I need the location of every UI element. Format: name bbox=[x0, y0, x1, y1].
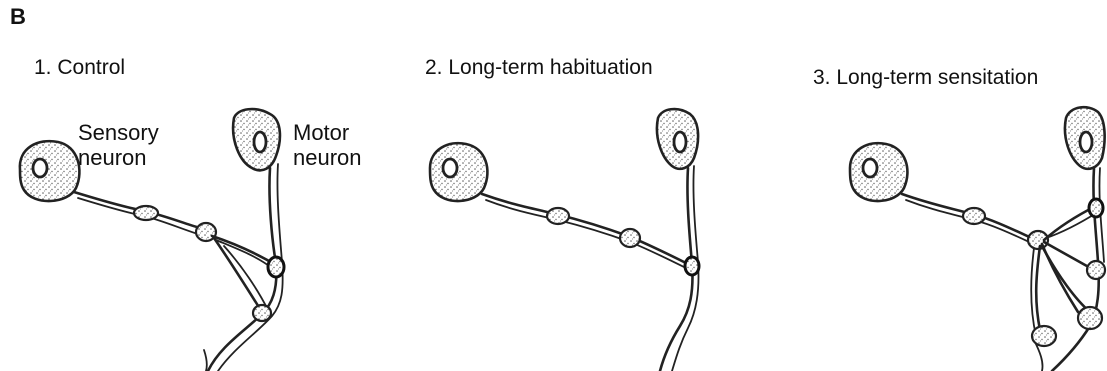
motor-nucleus bbox=[674, 132, 686, 152]
synapse bbox=[1078, 307, 1102, 329]
sensitation-panel-drawing bbox=[850, 107, 1105, 371]
synapse bbox=[253, 305, 271, 321]
varicosity bbox=[620, 229, 640, 247]
motor-nucleus bbox=[1080, 132, 1092, 152]
sensory-nucleus bbox=[33, 159, 47, 177]
varicosity bbox=[134, 206, 158, 220]
synapse bbox=[268, 257, 284, 277]
varicosity bbox=[963, 208, 985, 224]
control-panel-drawing bbox=[20, 109, 284, 371]
sensory-soma bbox=[20, 141, 80, 201]
varicosity bbox=[547, 208, 569, 224]
synapse bbox=[1032, 326, 1056, 346]
sensory-soma bbox=[850, 143, 907, 201]
sensory-nucleus bbox=[863, 159, 877, 177]
motor-nucleus bbox=[254, 132, 266, 152]
synapse bbox=[685, 257, 699, 275]
synapse bbox=[1089, 199, 1103, 217]
synapse bbox=[1087, 261, 1105, 279]
sensory-soma bbox=[430, 143, 487, 201]
sensory-nucleus bbox=[443, 159, 457, 177]
habituation-panel-drawing bbox=[430, 109, 699, 371]
